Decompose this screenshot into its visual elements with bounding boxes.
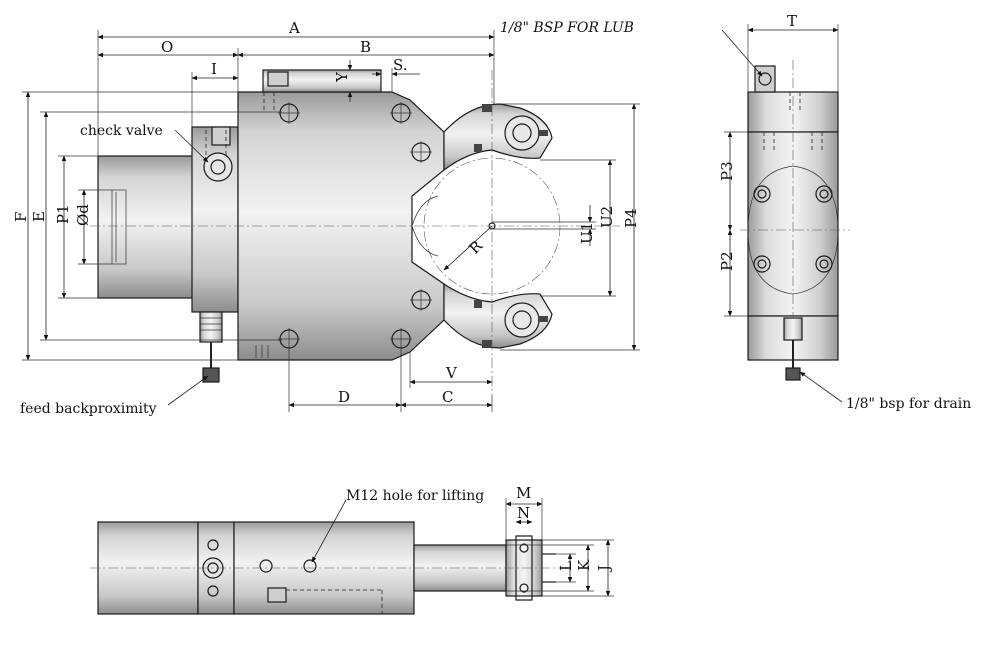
- note-drain: 1/8" bsp for drain: [846, 396, 971, 412]
- note-lub: 1/8" BSP FOR LUB: [500, 20, 634, 36]
- dim-P3: P3: [718, 161, 736, 181]
- dim-P2: P2: [718, 251, 736, 271]
- top-labels: M N L K J M12 hole for lifting: [346, 484, 613, 573]
- dim-Y: Y: [333, 71, 351, 83]
- side-view: [740, 60, 850, 381]
- front-dimensions: [22, 30, 640, 412]
- dim-I: I: [211, 60, 217, 78]
- top-view: [90, 521, 560, 615]
- bolt-holes: [278, 102, 432, 350]
- dim-E: E: [30, 211, 48, 222]
- dim-R: R: [465, 236, 486, 257]
- note-feed-back: feed backproximity: [20, 401, 157, 417]
- side-dimensions: [721, 24, 843, 403]
- dim-F: F: [12, 212, 30, 222]
- note-check-valve: check valve: [80, 123, 163, 139]
- side-labels: T P3 P2 1/8" bsp for drain: [718, 12, 971, 412]
- dim-U1: U1: [578, 222, 596, 244]
- top-block: [262, 69, 382, 93]
- dim-O: O: [161, 38, 173, 56]
- dim-J: J: [595, 565, 613, 573]
- dim-D: D: [338, 388, 350, 406]
- side-bolt-holes: [753, 185, 833, 273]
- proximity-sensor: [199, 311, 223, 343]
- dim-P4: P4: [622, 208, 640, 228]
- front-labels: A O B I Y S. F E P1 Ød R U1 U2 P4 D C V …: [12, 19, 640, 417]
- main-body: [237, 91, 445, 361]
- dim-V: V: [445, 364, 458, 382]
- dim-N: N: [517, 504, 530, 522]
- dim-K: K: [575, 559, 593, 571]
- note-lifting: M12 hole for lifting: [346, 488, 484, 504]
- dim-U2: U2: [598, 206, 616, 228]
- check-valve-port: [203, 152, 233, 182]
- dim-S: S.: [393, 56, 408, 74]
- dim-A: A: [288, 19, 300, 37]
- dim-L: L: [557, 561, 575, 571]
- front-view: [90, 69, 620, 395]
- dim-C: C: [442, 388, 453, 406]
- dim-P1: P1: [54, 204, 72, 224]
- top-dimensions: [311, 498, 614, 597]
- tail-cylinder: [97, 155, 197, 299]
- dim-d: Ød: [74, 204, 92, 226]
- dim-T: T: [787, 12, 797, 30]
- dim-B: B: [360, 38, 371, 56]
- dim-M: M: [516, 484, 531, 502]
